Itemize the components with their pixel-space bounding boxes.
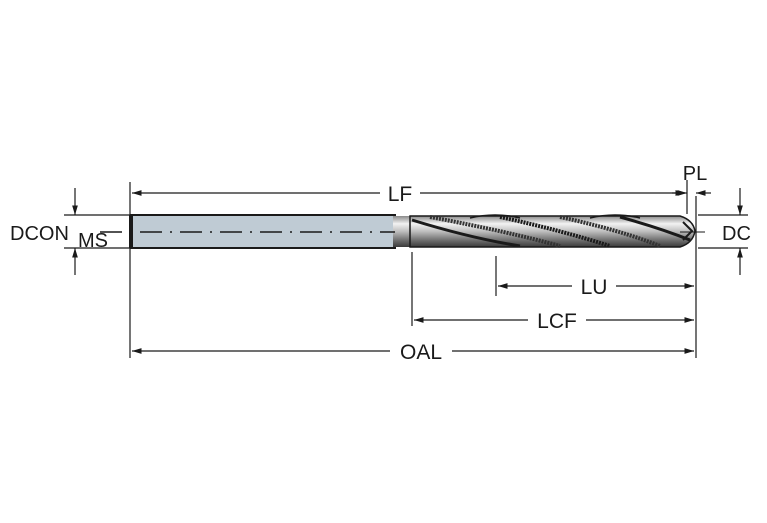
label-lu: LU	[581, 276, 608, 299]
label-oal: OAL	[400, 341, 442, 364]
dim-pl: PL	[672, 163, 711, 196]
dim-oal: OAL	[132, 341, 694, 364]
dim-lu: LU	[498, 276, 694, 299]
extension-lines	[64, 180, 748, 358]
dim-dcon: DCON MS	[10, 188, 108, 275]
label-lf: LF	[388, 183, 413, 206]
dim-lcf: LCF	[414, 310, 694, 333]
label-dcon-subscript: MS	[78, 230, 108, 252]
dim-lf: LF	[132, 183, 685, 206]
label-lcf: LCF	[537, 310, 577, 333]
label-pl: PL	[683, 163, 707, 185]
label-dc: DC	[722, 223, 751, 245]
fluted-body	[409, 214, 696, 248]
label-dcon: DCON	[10, 223, 69, 245]
dim-dc: DC	[722, 188, 751, 275]
